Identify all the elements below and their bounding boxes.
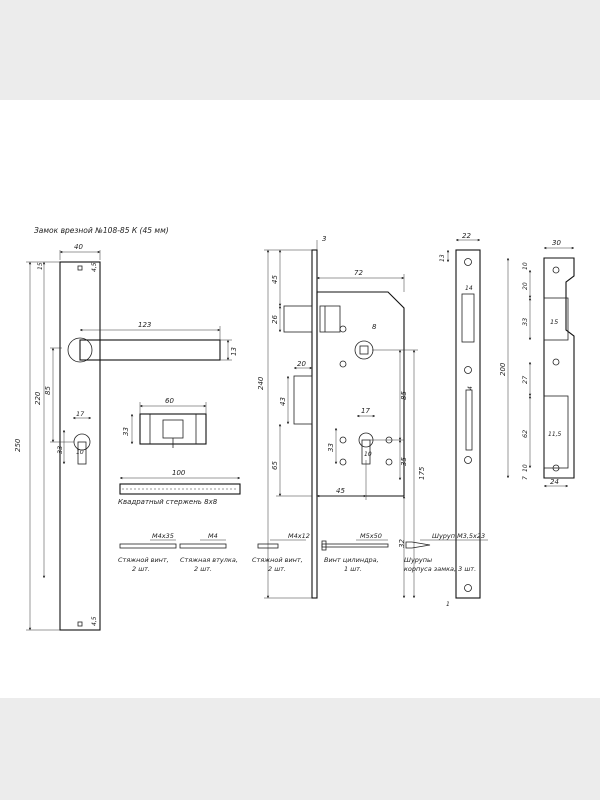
lock-body: 3 72 240 45 26 8 20 43 175 85 17 33 10 3… [257, 235, 426, 599]
plate-10-dim: 10 [76, 449, 84, 456]
lock-bolt-width-dim: 20 [297, 360, 306, 368]
drawing-sheet: Замок врезной №108-85 К (45 мм) 40 250 2… [0, 100, 600, 698]
faceplate-top-dim: 13 [439, 254, 446, 262]
hardware-name: Стяжной винт, [252, 556, 303, 564]
plate-220-dim: 220 [34, 391, 42, 405]
plate-33-dim: 33 [56, 446, 64, 454]
lock-backset-dim: 72 [354, 269, 363, 277]
lock-top-dim: 45 [271, 275, 279, 284]
cylinder-height-dim: 33 [122, 427, 130, 436]
hardware-qty: 2 шт. [268, 565, 286, 573]
hardware-size: М5х50 [360, 532, 382, 540]
strike-20-dim: 20 [522, 282, 529, 290]
hardware-item: М4х12 Стяжной винт, 2 шт. [252, 532, 310, 573]
plate-top-dim: 15 [37, 262, 44, 270]
handle-length-dim: 123 [138, 321, 151, 329]
hardware-item: М5х50 Винт цилиндра, 1 шт. [321, 532, 389, 573]
hardware-item: М4х35 Стяжной винт, 2 шт. [118, 532, 177, 573]
lock-cyl-10-dim: 10 [364, 451, 372, 458]
strike-11-5-dim: 11,5 [548, 431, 562, 438]
faceplate-width-dim: 22 [462, 232, 471, 240]
lever-handle: 123 13 [67, 321, 238, 363]
lock-cyl-17-dim: 17 [361, 407, 370, 415]
faceplate-side-view: 22 13 14 4 1 [439, 232, 481, 608]
faceplate-4-dim: 4 [467, 386, 474, 390]
hardware-size: М4х35 [152, 532, 174, 540]
strike-27-dim: 27 [521, 375, 529, 384]
strike-width-dim: 30 [552, 239, 561, 247]
lock-175-dim: 175 [418, 466, 426, 480]
plate-hole-dim: 4,5 [91, 262, 98, 272]
hardware-size: М4 [208, 532, 218, 540]
strike-height-dim: 200 [499, 362, 507, 376]
hardware-qty: 1 шт. [344, 565, 362, 573]
lock-technical-drawing: Замок врезной №108-85 К (45 мм) 40 250 2… [14, 226, 575, 631]
drawing-title: Замок врезной №108-85 К (45 мм) [34, 226, 169, 235]
plate-85-dim: 85 [44, 386, 52, 395]
hardware-size: М4х12 [288, 532, 310, 540]
hardware-name: Стяжная втулка, [180, 556, 238, 564]
escutcheon-plate: 40 250 220 85 33 17 10 15 4,5 4,5 [14, 243, 101, 631]
strike-15-dim: 15 [550, 318, 558, 326]
hardware-item: М4 Стяжная втулка, 2 шт. [179, 532, 238, 573]
square-spindle: 100 Квадратный стержень 8х8 [118, 469, 241, 506]
handle-thickness-dim: 13 [230, 347, 238, 356]
lock-32-dim: 32 [398, 539, 406, 548]
lock-cyl-33-dim: 33 [327, 443, 335, 452]
hardware-list: М4х35 Стяжной винт, 2 шт. М4 Стяжная вту… [118, 532, 488, 573]
spindle-label: Квадратный стержень 8х8 [118, 498, 218, 506]
strike-plate: 30 200 20 10 33 15 27 62 11,5 10 7 24 [499, 239, 575, 488]
cylinder-length-dim: 60 [165, 397, 174, 405]
plate-hole-bottom-dim: 4,5 [91, 616, 98, 626]
lock-latch-dim: 26 [271, 315, 279, 324]
strike-24-dim: 24 [550, 478, 559, 486]
strike-33-dim: 33 [521, 318, 529, 326]
lock-85-dim: 85 [400, 391, 408, 400]
hardware-name: Винт цилиндра, [324, 556, 379, 564]
hardware-name: Шурупы [404, 556, 432, 564]
faceplate-thickness-dim: 3 [322, 235, 326, 243]
hardware-qty: 2 шт. [132, 565, 150, 573]
lock-65-dim: 65 [271, 461, 279, 470]
plate-height-dim: 250 [14, 438, 22, 452]
hardware-name: Стяжной винт, [118, 556, 169, 564]
hardware-qty: корпуса замка, 3 шт. [404, 565, 476, 573]
hardware-size: Шуруп М3,5х23 [432, 532, 485, 540]
strike-7-dim: 7 [522, 476, 529, 480]
euro-cylinder: 60 33 [122, 397, 207, 448]
strike-10-dim: 10 [522, 262, 529, 270]
hardware-item: Шуруп М3,5х23 Шурупы корпуса замка, 3 шт… [404, 532, 488, 573]
faceplate-14-dim: 14 [465, 285, 473, 292]
lock-square-dim: 8 [372, 323, 377, 331]
plate-width-dim: 40 [74, 243, 83, 251]
lock-bolt-height-dim: 43 [279, 397, 287, 406]
lock-45-dim: 45 [336, 487, 345, 495]
strike-10b-dim: 10 [522, 464, 529, 472]
hardware-qty: 2 шт. [194, 565, 212, 573]
strike-62-dim: 62 [521, 430, 529, 438]
plate-17-dim: 17 [76, 410, 85, 418]
faceplate-1-dim: 1 [446, 601, 450, 608]
lock-35-dim: 35 [400, 457, 408, 466]
spindle-length-dim: 100 [172, 469, 186, 477]
lock-total-dim: 240 [257, 376, 265, 390]
